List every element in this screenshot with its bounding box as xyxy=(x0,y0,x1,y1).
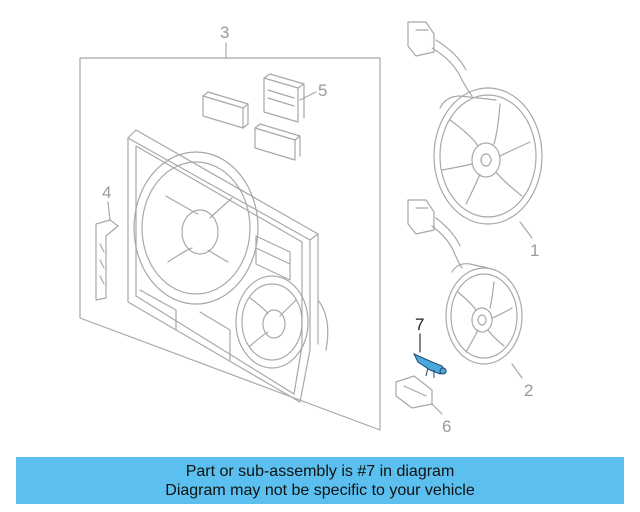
banner-line-1: Part or sub-assembly is #7 in diagram xyxy=(185,462,455,480)
callout-5: 5 xyxy=(318,81,327,100)
bracket-part-4 xyxy=(95,201,119,301)
banner-line-2: Diagram may not be specific to your vehi… xyxy=(165,481,475,499)
callout-3: 3 xyxy=(220,23,229,42)
fan-motor-part-1 xyxy=(407,21,543,239)
callout-6: 6 xyxy=(442,417,451,436)
fan-shroud xyxy=(127,129,329,403)
parts-diagram: 3 5 4 1 2 6 7 xyxy=(79,21,543,436)
shroud-assembly-box xyxy=(79,42,381,431)
info-banner: Part or sub-assembly is #7 in diagram Di… xyxy=(16,457,624,504)
highlighted-part-7 xyxy=(412,352,447,378)
clip-part-6 xyxy=(395,375,443,415)
fan-motor-part-2 xyxy=(407,199,523,379)
seal-part-5 xyxy=(202,73,317,161)
callout-1: 1 xyxy=(530,241,539,260)
callout-2: 2 xyxy=(524,381,533,400)
callout-4: 4 xyxy=(102,183,111,202)
callout-7: 7 xyxy=(415,315,424,334)
